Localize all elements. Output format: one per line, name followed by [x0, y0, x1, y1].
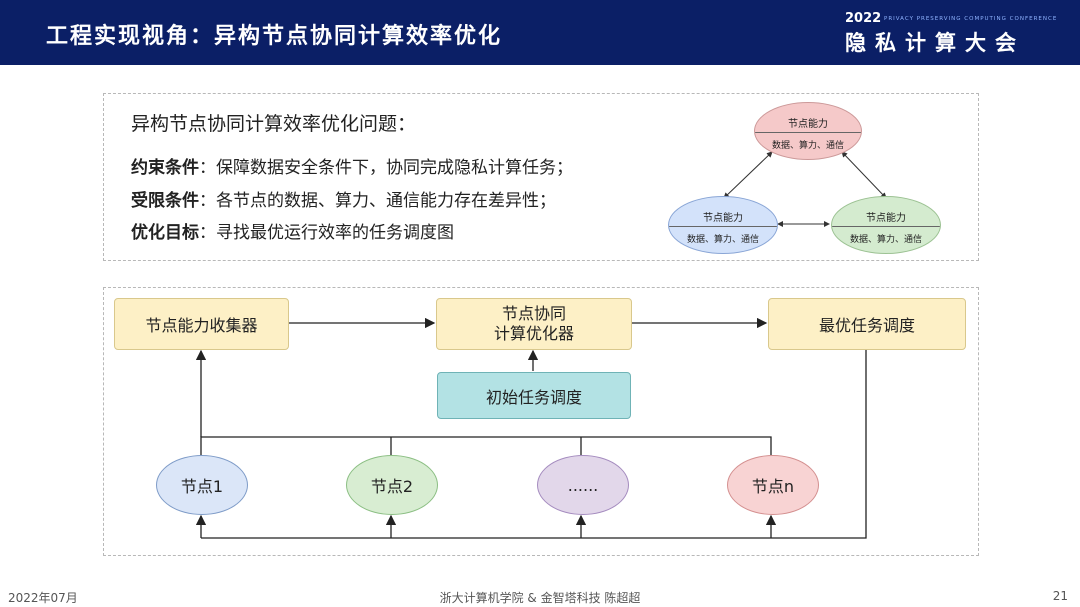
constraint-text: ：保障数据安全条件下，协同完成隐私计算任务； — [199, 158, 573, 178]
capability-detail: 数据、算力、通信 — [686, 235, 759, 245]
goal-row: 优化目标：寻找最优运行效率的任务调度图 — [131, 218, 454, 243]
triangle-arrow-left — [723, 151, 773, 199]
header-bar: 工程实现视角：异构节点协同计算效率优化 2022 PRIVACY PRESERV… — [0, 0, 1080, 65]
return-line — [201, 349, 867, 539]
limit-label: 受限条件 — [131, 191, 199, 211]
constraint-label: 约束条件 — [131, 158, 199, 178]
capability-label: 节点能力 — [788, 119, 828, 130]
conference-subtitle: PRIVACY PRESERVING COMPUTING CONFERENCE — [884, 16, 1058, 22]
constraint-row: 约束条件：保障数据安全条件下，协同完成隐私计算任务； — [131, 153, 573, 178]
capability-detail: 数据、算力、通信 — [849, 235, 922, 245]
best-schedule-box: 最优任务调度 — [768, 298, 966, 350]
conference-year: 2022 — [845, 11, 882, 26]
capability-node-top: 节点能力 数据、算力、通信 — [754, 102, 862, 160]
footer-date: 2022年07月 — [8, 591, 78, 605]
triangle-arrow-right — [841, 151, 887, 199]
page-number: 21 — [1052, 589, 1068, 603]
capability-node-right: 节点能力 数据、算力、通信 — [831, 196, 941, 254]
goal-label: 优化目标 — [131, 223, 199, 243]
capability-label: 节点能力 — [703, 213, 743, 224]
optimizer-line2: 计算优化器 — [493, 324, 574, 343]
capability-divider — [832, 226, 940, 227]
goal-text: ：寻找最优运行效率的任务调度图 — [199, 223, 454, 243]
node-1: 节点1 — [156, 455, 248, 515]
capability-detail: 数据、算力、通信 — [771, 141, 844, 151]
page-title: 工程实现视角：异构节点协同计算效率优化 — [46, 24, 503, 49]
limit-text: ：各节点的数据、算力、通信能力存在差异性； — [199, 191, 556, 211]
problem-title: 异构节点协同计算效率优化问题： — [131, 113, 417, 135]
capability-label: 节点能力 — [866, 213, 906, 224]
conference-name: 隐私计算大会 — [845, 31, 1025, 55]
node-bus-line — [200, 436, 772, 455]
initial-schedule-box: 初始任务调度 — [437, 372, 631, 419]
capability-node-left: 节点能力 数据、算力、通信 — [668, 196, 778, 254]
capability-collector-box: 节点能力收集器 — [114, 298, 289, 350]
optimizer-line1: 节点协同 — [501, 304, 566, 323]
capability-divider — [755, 132, 861, 133]
footer-author: 浙大计算机学院 & 金智塔科技 陈超超 — [439, 591, 641, 605]
limit-row: 受限条件：各节点的数据、算力、通信能力存在差异性； — [131, 186, 556, 211]
node-n: 节点n — [727, 455, 819, 515]
capability-divider — [669, 226, 777, 227]
node-ellipsis: ...... — [537, 455, 629, 515]
collaborative-optimizer-box: 节点协同 计算优化器 — [436, 298, 632, 350]
node-2: 节点2 — [346, 455, 438, 515]
